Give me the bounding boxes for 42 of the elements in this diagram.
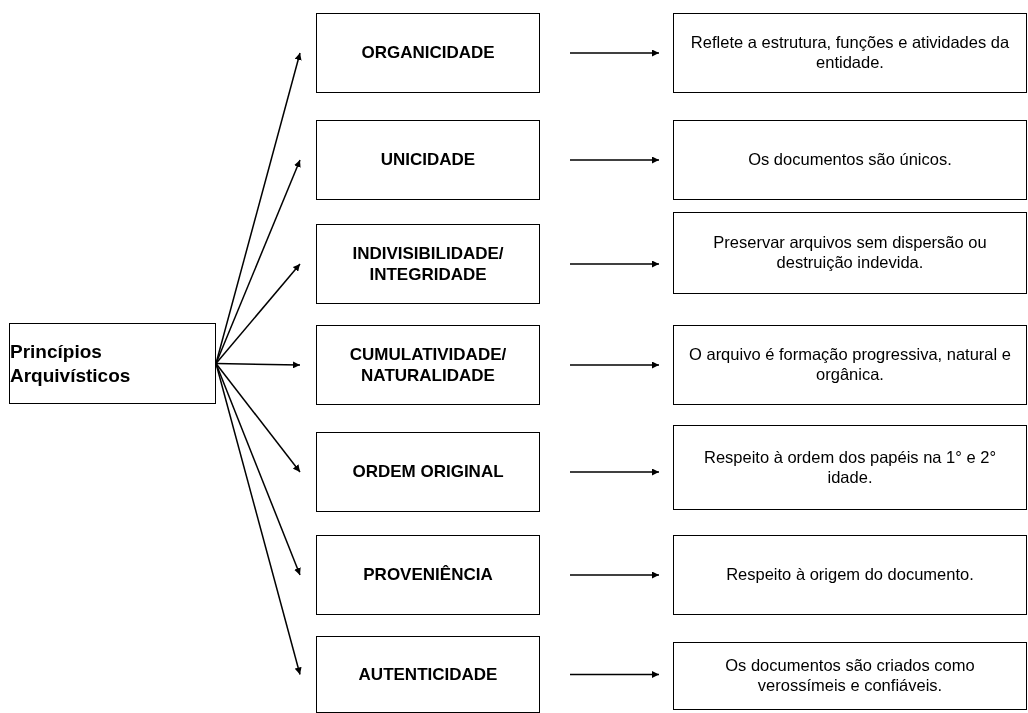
principle-label: INDIVISIBILIDADE/ INTEGRIDADE bbox=[351, 242, 505, 286]
arrow bbox=[215, 263, 301, 365]
principle-box bbox=[316, 432, 540, 512]
principle-box bbox=[316, 120, 540, 200]
description-text: Respeito à origem do documento. bbox=[725, 565, 975, 585]
description-box bbox=[673, 120, 1027, 200]
arrow bbox=[215, 159, 301, 365]
principle-box bbox=[9, 323, 216, 404]
arrow bbox=[569, 260, 660, 268]
principle-box bbox=[316, 224, 540, 304]
description-text: Os documentos são únicos. bbox=[747, 150, 953, 170]
arrow bbox=[569, 571, 660, 579]
principle-box bbox=[316, 13, 540, 93]
description-text: Preservar arquivos sem dispersão ou destruição indevida. bbox=[712, 233, 988, 273]
arrow bbox=[569, 361, 660, 369]
description-box bbox=[673, 212, 1027, 294]
principle-box bbox=[316, 325, 540, 405]
principle-label: Princípios Arquivísticos bbox=[10, 339, 132, 388]
description-text: Reflete a estrutura, funções e atividades da entidade. bbox=[689, 33, 1011, 73]
arrow bbox=[569, 156, 660, 164]
description-box bbox=[673, 642, 1027, 710]
arrow bbox=[215, 361, 301, 369]
arrow bbox=[215, 362, 301, 473]
description-text: O arquivo é formação progressiva, natural e orgânica. bbox=[688, 345, 1012, 385]
description-box bbox=[673, 535, 1027, 615]
principle-label: ORDEM ORIGINAL bbox=[351, 461, 505, 483]
description-box bbox=[673, 13, 1027, 93]
arrow bbox=[215, 362, 301, 576]
description-text: Respeito à ordem dos papéis na 1° e 2° idade. bbox=[702, 447, 997, 488]
principle-box bbox=[316, 636, 540, 713]
principle-label: CUMULATIVIDADE/ NATURALIDADE bbox=[348, 343, 508, 387]
arrow bbox=[569, 49, 660, 57]
arrow bbox=[569, 671, 660, 678]
arrow bbox=[569, 468, 660, 476]
principle-box bbox=[316, 535, 540, 615]
principle-label: UNICIDADE bbox=[379, 149, 477, 171]
description-text: Os documentos são criados como verossímeis e confiáveis. bbox=[724, 656, 976, 696]
principle-label: ORGANICIDADE bbox=[360, 42, 496, 64]
description-box bbox=[673, 425, 1027, 510]
principle-label: PROVENIÊNCIA bbox=[362, 564, 494, 586]
description-box bbox=[673, 325, 1027, 405]
principle-label: AUTENTICIDADE bbox=[357, 663, 499, 686]
